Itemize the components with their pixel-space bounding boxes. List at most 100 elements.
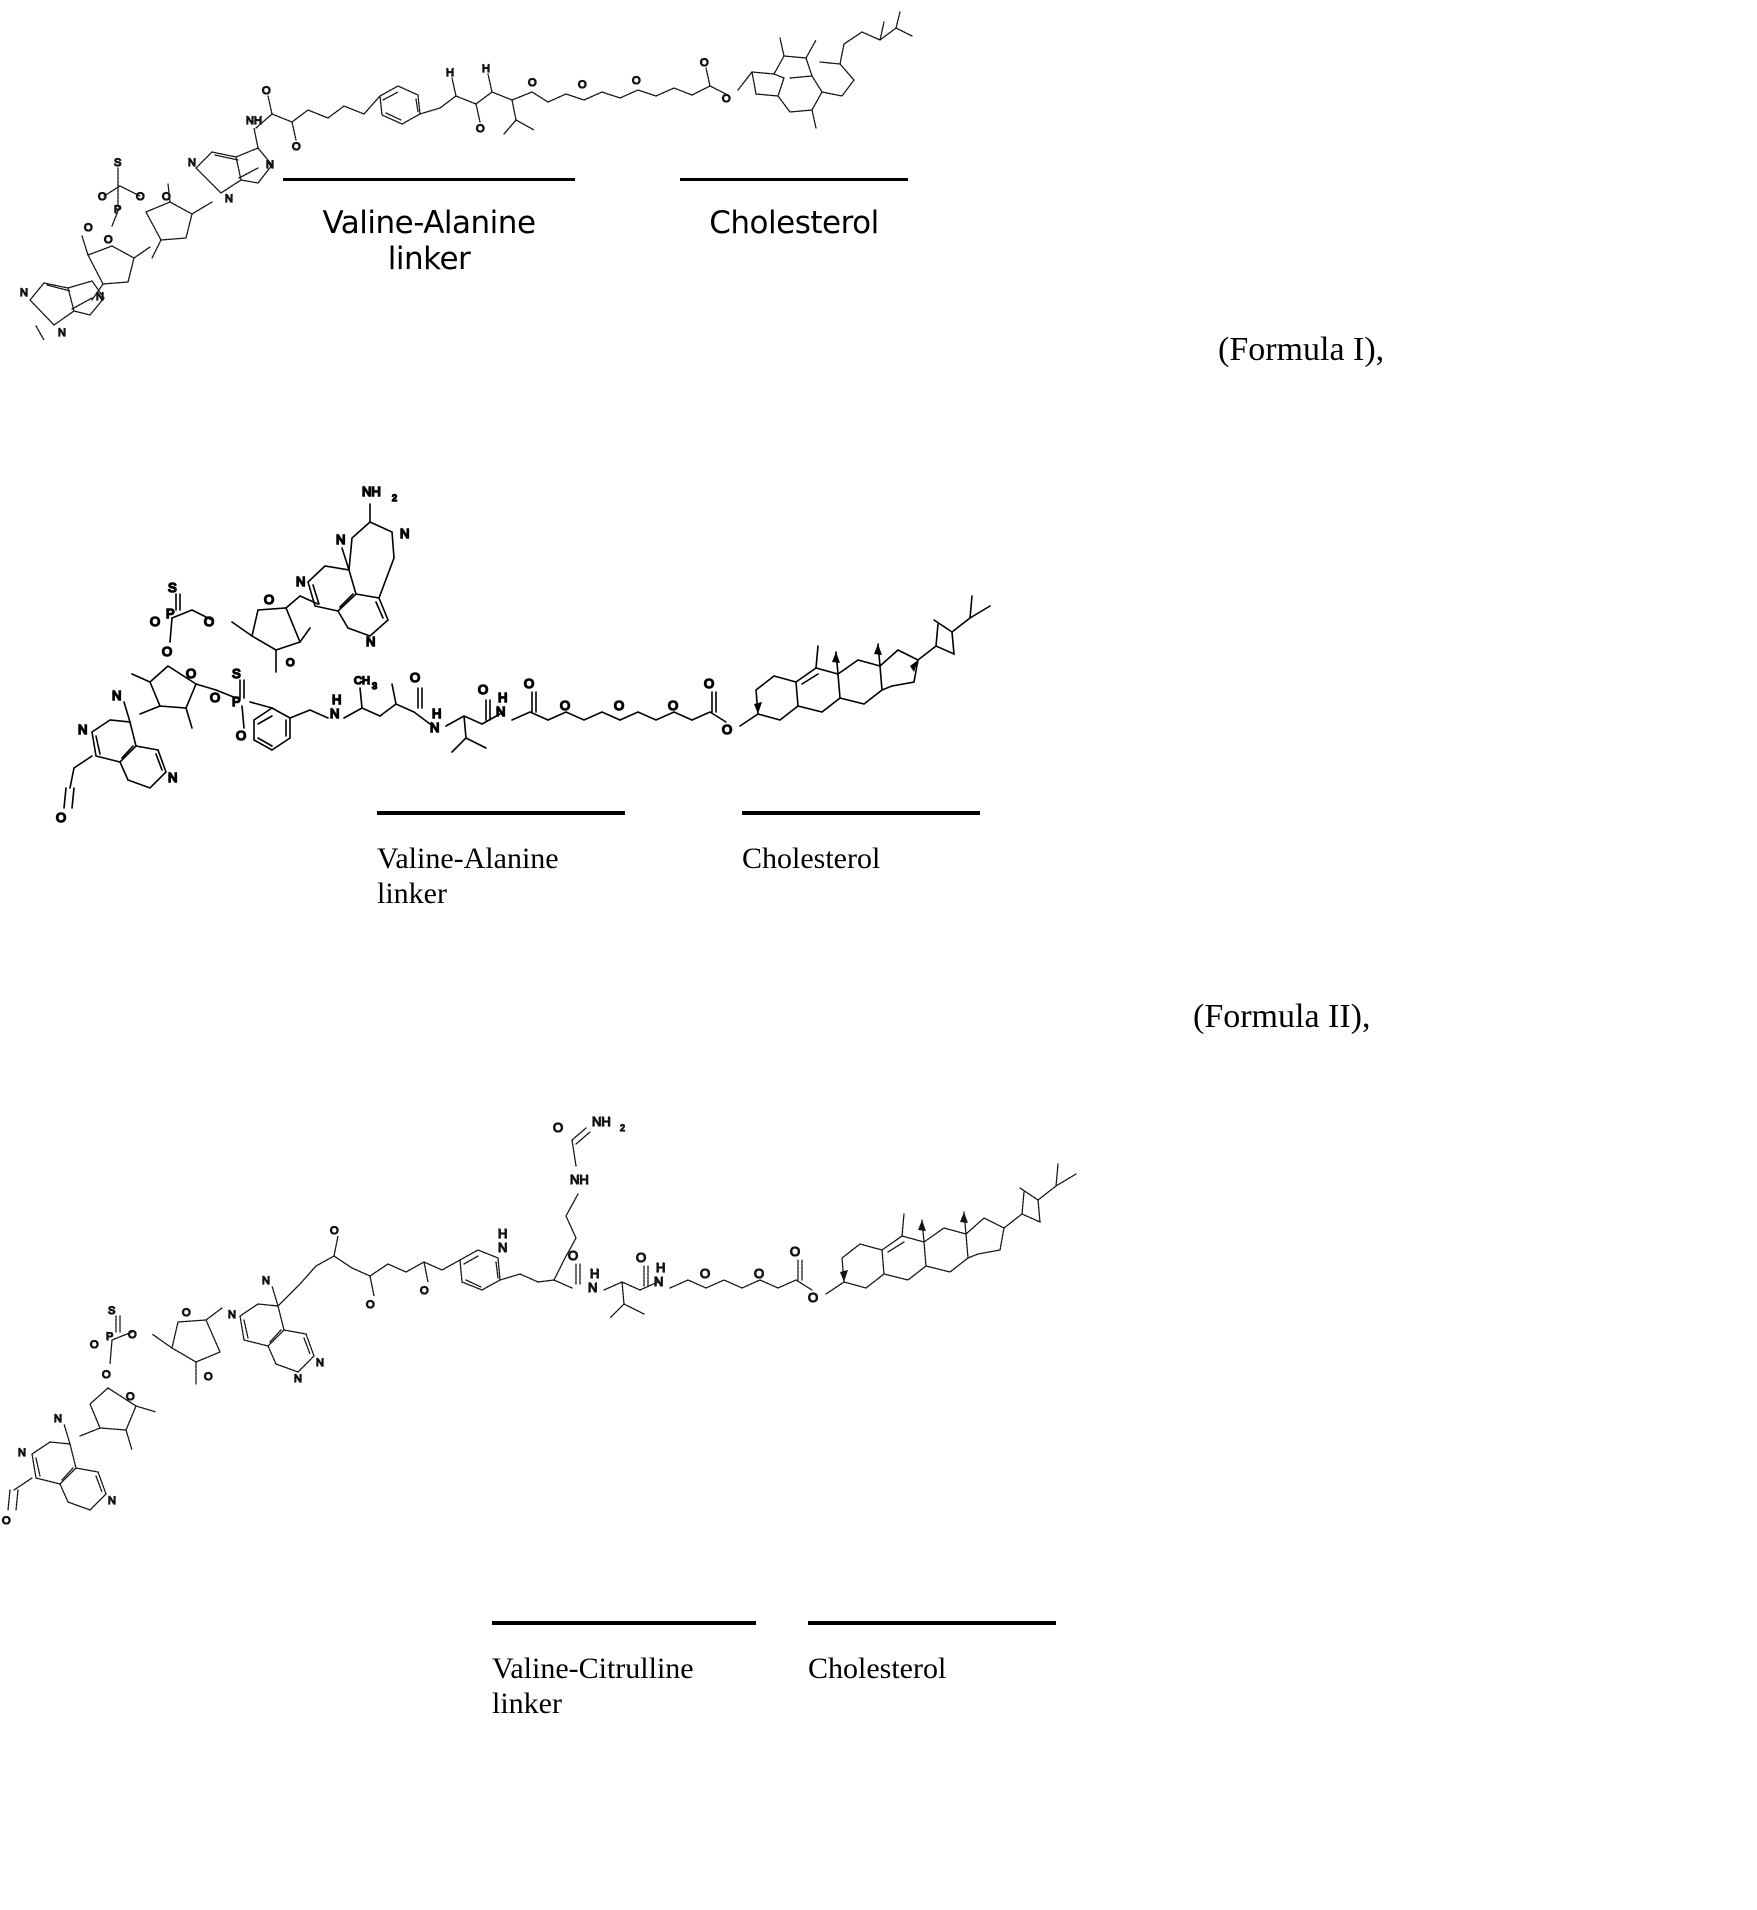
- annotation-label: Valine-Alanine linker: [377, 842, 559, 910]
- svg-text:N: N: [430, 720, 439, 735]
- svg-text:N: N: [654, 1274, 663, 1289]
- svg-text:N: N: [330, 706, 339, 721]
- svg-text:NH: NH: [592, 1114, 611, 1129]
- svg-text:O: O: [476, 123, 485, 135]
- svg-text:N: N: [112, 688, 121, 703]
- svg-text:NH: NH: [246, 115, 262, 127]
- svg-text:O: O: [128, 1329, 137, 1341]
- svg-text:H: H: [590, 1266, 599, 1281]
- formula-caption-2: (Formula II),: [1193, 998, 1371, 1035]
- svg-text:O: O: [560, 698, 570, 713]
- annotation-label: Valine-Citrulline linker: [492, 1652, 694, 1720]
- svg-text:P: P: [232, 694, 241, 709]
- annotation-cholesterol: Cholesterol: [742, 793, 980, 895]
- svg-text:N: N: [78, 722, 87, 737]
- svg-text:N: N: [188, 157, 196, 169]
- svg-text:3: 3: [372, 681, 377, 691]
- svg-text:O: O: [568, 1248, 578, 1263]
- svg-text:O: O: [264, 592, 274, 607]
- svg-text:O: O: [722, 93, 731, 105]
- formula-caption-1: (Formula I),: [1218, 331, 1385, 368]
- svg-text:N: N: [168, 770, 177, 785]
- svg-text:H: H: [656, 1260, 665, 1275]
- svg-text:O: O: [790, 1244, 800, 1259]
- svg-text:O: O: [162, 191, 171, 203]
- svg-text:O: O: [204, 1371, 213, 1383]
- svg-text:O: O: [700, 57, 709, 69]
- svg-text:S: S: [168, 580, 177, 595]
- svg-text:O: O: [2, 1515, 11, 1527]
- svg-text:N: N: [588, 1280, 597, 1295]
- svg-text:N: N: [366, 634, 375, 649]
- chemical-structure-formula-3: O NH 2 NH H N: [1, 1113, 1077, 1528]
- svg-text:O: O: [126, 1391, 135, 1403]
- svg-text:N: N: [294, 1373, 302, 1385]
- svg-text:N: N: [336, 532, 345, 547]
- svg-text:O: O: [704, 676, 714, 691]
- chemical-structure-formula-2: NH 2 N N N N O O: [55, 483, 991, 826]
- svg-text:H: H: [432, 706, 441, 721]
- svg-text:O: O: [636, 1250, 646, 1265]
- annotation-label: Cholesterol: [742, 842, 881, 876]
- svg-text:O: O: [578, 79, 587, 91]
- svg-text:S: S: [108, 1305, 115, 1317]
- svg-text:N: N: [266, 159, 274, 171]
- svg-text:NH: NH: [362, 484, 381, 499]
- svg-text:N: N: [498, 1240, 507, 1255]
- svg-text:O: O: [668, 698, 678, 713]
- svg-text:O: O: [236, 728, 246, 743]
- svg-text:O: O: [330, 1225, 339, 1237]
- svg-text:N: N: [96, 291, 104, 303]
- svg-text:N: N: [108, 1495, 116, 1507]
- svg-text:P: P: [166, 606, 175, 621]
- svg-text:N: N: [228, 1309, 236, 1321]
- svg-text:O: O: [136, 191, 145, 203]
- svg-text:O: O: [524, 676, 534, 691]
- svg-text:O: O: [150, 614, 160, 629]
- svg-text:N: N: [262, 1275, 270, 1287]
- svg-text:O: O: [420, 1285, 429, 1297]
- svg-text:N: N: [400, 526, 409, 541]
- svg-text:S: S: [114, 157, 121, 169]
- chemical-structure-formula-1: N N N O O O S O P: [19, 11, 913, 340]
- annotation-valine-alanine-linker: Valine-Alanine linker: [377, 793, 625, 929]
- svg-text:O: O: [808, 1290, 818, 1305]
- svg-text:O: O: [204, 614, 214, 629]
- annotation-cholesterol: Cholesterol: [680, 160, 908, 260]
- svg-text:O: O: [84, 222, 93, 234]
- svg-text:N: N: [18, 1447, 26, 1459]
- svg-text:N: N: [20, 287, 28, 299]
- svg-text:N: N: [316, 1357, 324, 1369]
- annotation-label: Valine-Alanine linker: [322, 205, 536, 277]
- svg-text:O: O: [292, 141, 301, 153]
- svg-text:CH: CH: [354, 675, 370, 687]
- svg-text:S: S: [232, 666, 241, 681]
- annotation-cholesterol: Cholesterol: [808, 1603, 1056, 1705]
- annotation-underline: [492, 1621, 756, 1626]
- svg-text:H: H: [498, 1226, 507, 1241]
- svg-text:O: O: [182, 1307, 191, 1319]
- svg-text:N: N: [54, 1413, 62, 1425]
- svg-text:H: H: [332, 692, 341, 707]
- formula-block-1: N N N O O O S O P: [0, 0, 1757, 470]
- annotation-underline: [283, 178, 575, 182]
- svg-text:O: O: [722, 722, 732, 737]
- svg-text:O: O: [614, 698, 624, 713]
- svg-text:NH: NH: [570, 1172, 589, 1187]
- svg-text:2: 2: [392, 493, 397, 503]
- annotation-label: Cholesterol: [709, 205, 879, 242]
- svg-text:H: H: [446, 67, 454, 79]
- svg-text:O: O: [90, 1339, 99, 1351]
- svg-text:O: O: [98, 191, 107, 203]
- svg-text:N: N: [296, 574, 305, 589]
- annotation-underline: [808, 1621, 1056, 1626]
- svg-text:N: N: [225, 193, 233, 205]
- svg-text:O: O: [104, 234, 113, 246]
- annotation-valine-citrulline-linker: Valine-Citrulline linker: [492, 1603, 756, 1739]
- svg-text:O: O: [162, 644, 172, 659]
- svg-text:O: O: [56, 810, 66, 825]
- svg-text:O: O: [210, 690, 220, 705]
- svg-text:H: H: [498, 690, 507, 705]
- svg-text:2: 2: [620, 1123, 625, 1133]
- svg-text:O: O: [410, 670, 420, 685]
